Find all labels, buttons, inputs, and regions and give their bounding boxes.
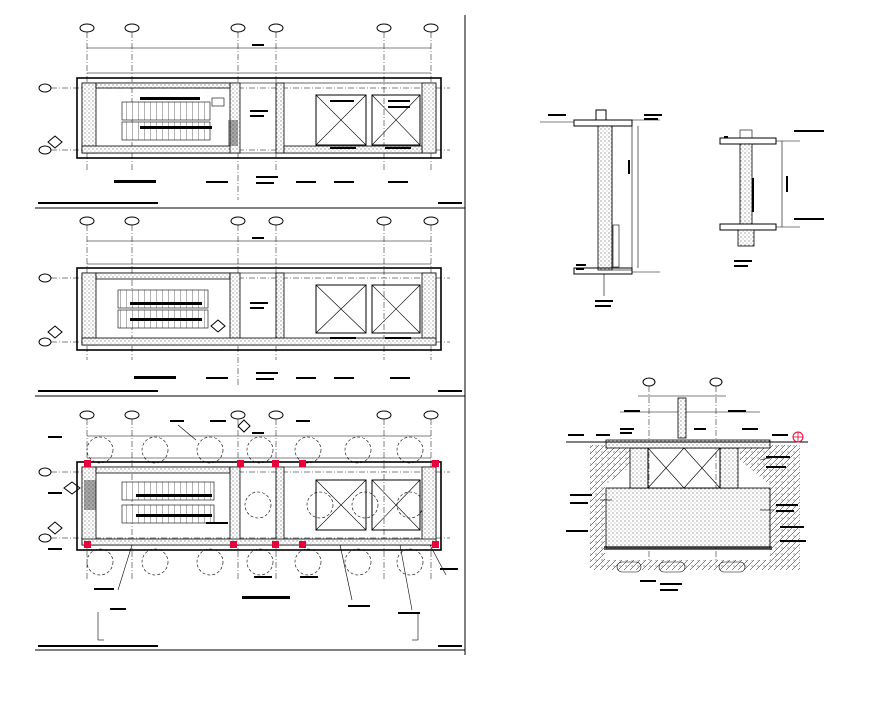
plan-middle (38, 216, 450, 386)
section-wall-b (719, 129, 824, 267)
footing-circles (86, 436, 424, 576)
plan-top (38, 23, 450, 200)
section-footing (566, 377, 808, 591)
column-markers (84, 460, 439, 548)
left-sheet-frame (35, 15, 466, 655)
piles (616, 561, 746, 573)
plan-bottom (38, 410, 458, 641)
section-wall-a (540, 109, 662, 307)
